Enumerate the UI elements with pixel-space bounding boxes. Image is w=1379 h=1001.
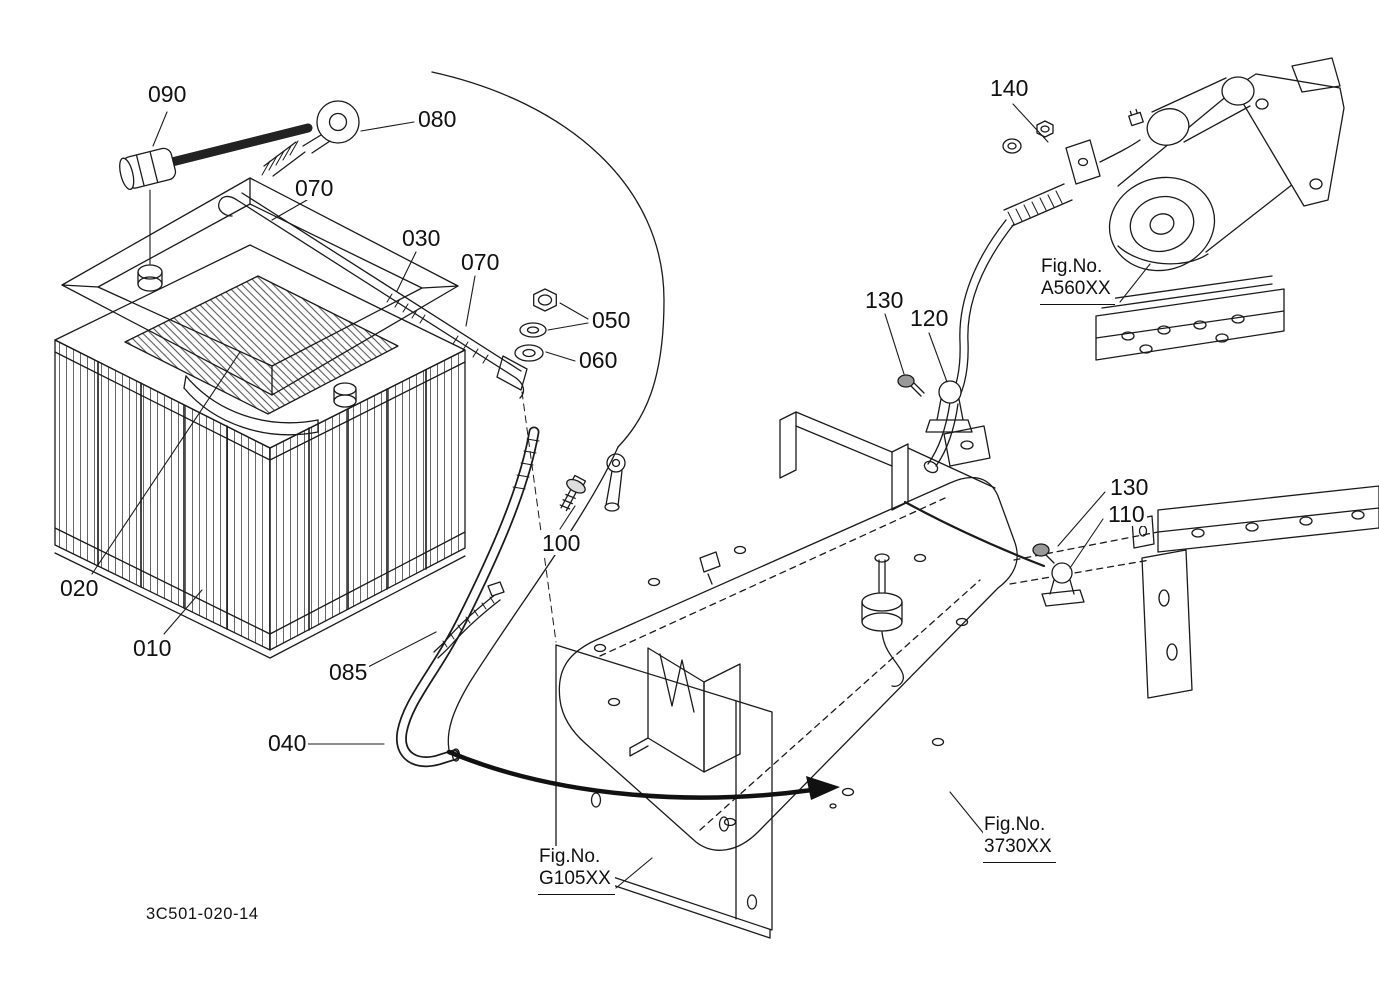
bolt-illustration xyxy=(559,453,626,512)
base-plate-illustration xyxy=(558,411,1046,851)
battery-illustration xyxy=(54,244,466,659)
part-label-070a: 070 xyxy=(293,175,336,201)
battery-cover-illustration xyxy=(61,177,459,436)
cable-tie-illustration xyxy=(433,581,505,659)
part-label-130b: 130 xyxy=(1108,474,1151,500)
routing-arrowhead xyxy=(806,776,840,800)
holddown-rod-illustration xyxy=(218,192,528,399)
part-label-050: 050 xyxy=(590,307,633,333)
nut-washer-illustration xyxy=(514,288,557,362)
clamp-lower-illustration xyxy=(1032,543,1085,607)
part-label-130a: 130 xyxy=(863,287,906,313)
part-label-020: 020 xyxy=(58,575,101,601)
part-label-100: 100 xyxy=(540,530,583,556)
clamp-upper-illustration xyxy=(897,374,991,467)
part-label-090: 090 xyxy=(146,81,189,107)
fig-ref-3730xx-prefix: Fig.No. xyxy=(984,814,1046,835)
fig-ref-3730xx: Fig.No. 3730XX xyxy=(983,814,1056,863)
part-label-120: 120 xyxy=(908,305,951,331)
starter-motor-illustration xyxy=(1108,57,1345,272)
part-label-110: 110 xyxy=(1106,501,1147,527)
fig-ref-g105xx-code: G105XX xyxy=(539,868,611,890)
drain-hose-illustration xyxy=(395,426,540,768)
bracket-illustration xyxy=(629,647,741,773)
starter-cable-illustration xyxy=(923,120,1141,474)
fig-ref-a560xx-code: A560XX xyxy=(1041,278,1111,300)
fig-ref-g105xx: Fig.No. G105XX xyxy=(538,846,615,895)
routing-lines xyxy=(431,71,840,800)
part-label-040: 040 xyxy=(266,730,309,756)
part-label-085: 085 xyxy=(327,659,370,685)
fig-ref-a560xx-prefix: Fig.No. xyxy=(1041,256,1103,277)
part-label-070b: 070 xyxy=(459,249,502,275)
fig-ref-3730xx-code: 3730XX xyxy=(984,836,1052,858)
fig-ref-a560xx: Fig.No. A560XX xyxy=(1040,256,1115,305)
filter-illustration xyxy=(861,553,904,687)
fig-ref-g105xx-prefix: Fig.No. xyxy=(539,846,601,867)
battery-cable-illustration xyxy=(119,100,360,191)
frame-rails-illustration xyxy=(1009,275,1379,699)
part-label-060: 060 xyxy=(577,347,620,373)
part-label-140: 140 xyxy=(988,75,1031,101)
part-label-010: 010 xyxy=(131,635,174,661)
drawing-number: 3C501-020-14 xyxy=(146,905,259,923)
part-label-080: 080 xyxy=(416,106,459,132)
part-label-030: 030 xyxy=(400,225,443,251)
